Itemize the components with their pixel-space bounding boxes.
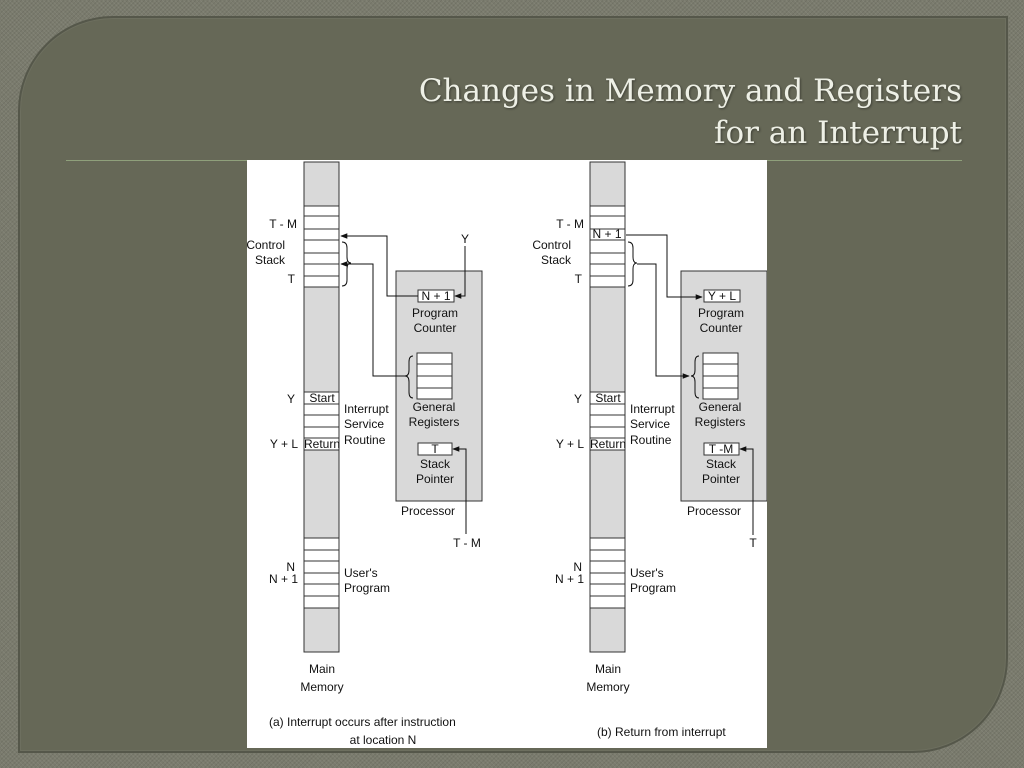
general-registers-label-1-a: General xyxy=(413,400,456,414)
input-t-minus-m-label-a: T - M xyxy=(453,536,481,550)
stack-pointer-label-2-b: Pointer xyxy=(702,472,740,486)
stack-pointer-label-1-b: Stack xyxy=(706,457,737,471)
program-counter-register-b xyxy=(703,289,741,303)
stack-pointer-register-a xyxy=(417,442,453,456)
registers-to-stack-arrow-a xyxy=(340,261,405,377)
user-program-label-2-a: Program xyxy=(344,581,390,595)
pc-to-stack-arrow-a xyxy=(340,233,418,297)
interrupt-diagram-svg: Start Return T - M Control Stack T Y Y +… xyxy=(247,161,767,747)
isr-label-3-b: Routine xyxy=(630,433,672,447)
general-registers-a xyxy=(416,352,453,400)
main-memory-label-1-a: Main xyxy=(309,662,335,676)
general-registers-label-1-b: General xyxy=(699,400,742,414)
processor-label-b: Processor xyxy=(687,504,741,518)
cell-return-b: Return xyxy=(590,437,626,451)
caption-a-line-1: (a) Interrupt occurs after instruction xyxy=(269,715,456,729)
general-registers-b xyxy=(702,352,739,400)
main-memory-label-2-a: Memory xyxy=(300,680,343,694)
label-y-a: Y xyxy=(287,392,295,406)
control-stack-brace-b xyxy=(627,241,638,287)
user-program-label-2-b: Program xyxy=(630,581,676,595)
cell-start-a: Start xyxy=(309,391,335,405)
isr-label-2-b: Service xyxy=(630,417,670,431)
isr-label-1-a: Interrupt xyxy=(344,402,389,416)
stack-to-pc-arrow-b xyxy=(626,234,703,300)
main-memory-label-2-b: Memory xyxy=(586,680,629,694)
cell-return-a: Return xyxy=(304,437,340,451)
label-y-plus-l-b: Y + L xyxy=(556,437,584,451)
stack-to-registers-arrow-b xyxy=(637,263,690,379)
isr-block-a xyxy=(303,391,340,451)
control-stack-brace-a xyxy=(341,241,352,287)
label-y-plus-l-a: Y + L xyxy=(270,437,298,451)
program-counter-label-1-a: Program xyxy=(412,306,458,320)
stack-pointer-value-a: T xyxy=(431,442,439,456)
stack-pointer-label-1-a: Stack xyxy=(420,457,451,471)
control-stack-a xyxy=(303,205,340,288)
control-stack-b xyxy=(589,205,626,288)
stack-pointer-register-b xyxy=(703,442,740,456)
program-counter-label-2-b: Counter xyxy=(700,321,743,335)
caption-b: (b) Return from interrupt xyxy=(597,725,726,739)
tm-to-sp-arrow-a xyxy=(452,446,467,534)
label-n-b: N xyxy=(573,560,582,574)
isr-block-b xyxy=(589,391,626,451)
program-counter-value-a: N + 1 xyxy=(421,289,450,303)
label-control-b: Control xyxy=(532,238,571,252)
stack-pointer-value-b: T -M xyxy=(709,442,733,456)
label-y-b: Y xyxy=(574,392,582,406)
program-counter-label-1-b: Program xyxy=(698,306,744,320)
main-memory-label-1-b: Main xyxy=(595,662,621,676)
general-registers-label-2-b: Registers xyxy=(695,415,746,429)
input-t-label-b: T xyxy=(749,536,757,550)
program-counter-label-2-a: Counter xyxy=(414,321,457,335)
slide-title-line-2: for an Interrupt xyxy=(713,115,962,151)
user-program-block-a xyxy=(303,537,340,609)
label-n-plus-1-b: N + 1 xyxy=(555,572,584,586)
isr-label-3-a: Routine xyxy=(344,433,386,447)
interrupt-diagram-figure: Start Return T - M Control Stack T Y Y +… xyxy=(247,160,767,748)
y-to-pc-arrow-a xyxy=(454,246,466,299)
slide-title: Changes in Memory and Registers for an I… xyxy=(262,70,962,154)
t-to-sp-arrow-b xyxy=(739,446,754,535)
label-t-a: T xyxy=(288,272,296,286)
label-n-plus-1-a: N + 1 xyxy=(269,572,298,586)
label-stack-b: Stack xyxy=(541,253,572,267)
label-t-minus-m-b: T - M xyxy=(556,217,584,231)
stack-cell-n-plus-1-b: N + 1 xyxy=(592,227,621,241)
isr-label-1-b: Interrupt xyxy=(630,402,675,416)
general-registers-label-2-a: Registers xyxy=(409,415,460,429)
label-n-a: N xyxy=(286,560,295,574)
panel-b: N + 1 Start Return T - M Control Stack T… xyxy=(532,161,767,739)
label-control-a: Control xyxy=(247,238,285,252)
label-stack-a: Stack xyxy=(255,253,286,267)
slide-title-line-1: Changes in Memory and Registers xyxy=(418,73,962,109)
general-registers-brace-b xyxy=(690,355,700,399)
label-t-minus-m-a: T - M xyxy=(269,217,297,231)
label-t-b: T xyxy=(575,272,583,286)
caption-a-line-2: at location N xyxy=(350,733,417,747)
user-program-label-1-a: User's xyxy=(344,566,378,580)
isr-label-2-a: Service xyxy=(344,417,384,431)
stack-pointer-label-2-a: Pointer xyxy=(416,472,454,486)
program-counter-value-b: Y + L xyxy=(708,289,736,303)
user-program-block-b xyxy=(589,537,626,609)
cell-start-b: Start xyxy=(595,391,621,405)
user-program-label-1-b: User's xyxy=(630,566,664,580)
input-y-label-a: Y xyxy=(461,232,469,246)
panel-a: Start Return T - M Control Stack T Y Y +… xyxy=(247,161,483,747)
processor-label-a: Processor xyxy=(401,504,455,518)
